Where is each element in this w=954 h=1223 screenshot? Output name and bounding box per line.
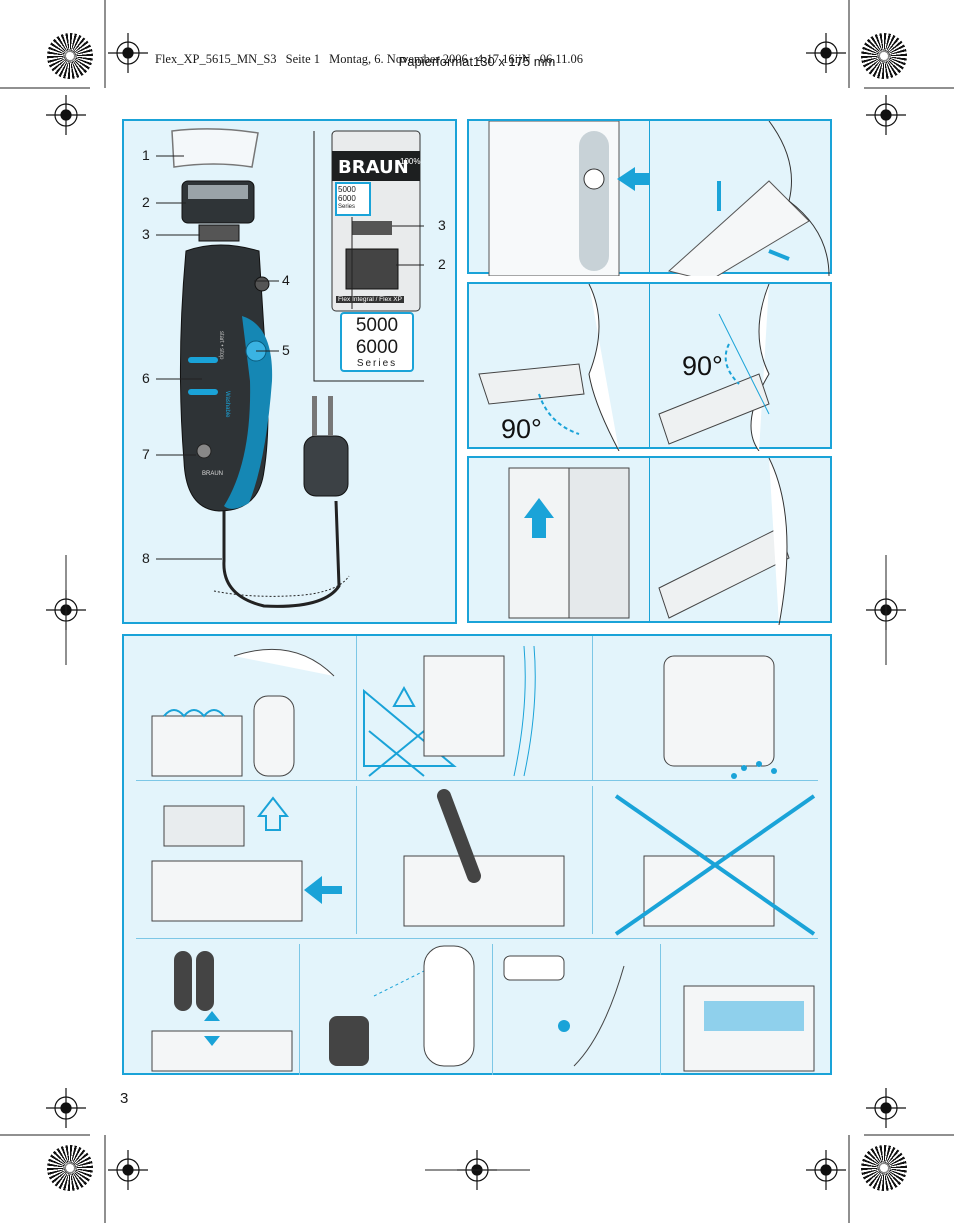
part-label-2: 2	[142, 194, 150, 210]
part-label-6: 6	[142, 370, 150, 386]
page-number: 3	[120, 1090, 129, 1107]
shaver-illustration	[156, 128, 424, 608]
registration-wheel-icon	[861, 1145, 907, 1191]
angle-panel: 90° 90°	[467, 282, 832, 451]
part-label-1: 1	[142, 147, 150, 163]
pack-brand: BRAUN	[338, 157, 409, 178]
angle-label-left: 90°	[501, 414, 542, 444]
start-panel	[467, 119, 832, 276]
angle-label-right: 90°	[682, 351, 723, 381]
angle-illustration	[478, 284, 770, 451]
series-box: 5000 6000 Series	[340, 312, 414, 372]
pack-series-small: 5000 6000 Series	[338, 185, 356, 210]
shaver-brand: BRAUN	[202, 471, 224, 477]
trimmer-panel	[467, 456, 832, 625]
part-label-5: 5	[282, 342, 290, 358]
pack-label-2: 2	[438, 256, 446, 272]
part-label-8: 8	[142, 550, 150, 566]
part-label-7: 7	[142, 446, 150, 462]
part-label-4: 4	[282, 272, 290, 288]
registration-wheel-icon	[861, 33, 907, 79]
file-line: Flex_XP_5615_MN_S3 Seite 1 Montag, 6. No…	[155, 52, 584, 66]
pack-footer: Flex Integral / Flex XP	[336, 296, 404, 303]
shaver-washable: Washable	[224, 391, 230, 418]
pack-label-3: 3	[438, 217, 446, 233]
cleaning-panel	[122, 634, 832, 1075]
trimmer-illustration	[508, 458, 790, 625]
start-illustration	[488, 121, 830, 276]
paper-format: Papierformat130 x 175 mm	[398, 54, 556, 69]
part-label-3: 3	[142, 226, 150, 242]
registration-wheel-icon	[47, 1145, 93, 1191]
shaver-start-stop: start • stop	[218, 331, 224, 360]
pack-badge: 100%	[400, 157, 421, 166]
registration-wheel-icon	[47, 33, 93, 79]
cleaning-illustrations	[151, 645, 816, 1072]
